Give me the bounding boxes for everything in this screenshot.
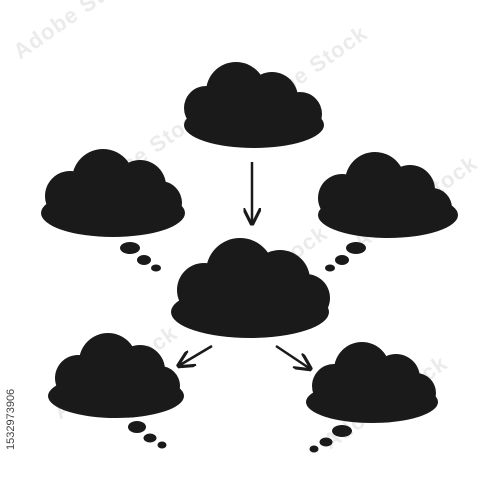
stock-id-label: 1532973906 — [5, 389, 17, 450]
arrow-down-right-icon — [275, 344, 309, 368]
watermark-text: Adobe Stock — [9, 0, 143, 64]
thought-bubble-icon — [41, 149, 185, 272]
arrow-down-left-icon — [180, 344, 213, 365]
thought-cloud-icon — [184, 62, 324, 148]
thought-bubble-icon — [318, 152, 458, 272]
thought-cloud-icon — [171, 238, 330, 338]
thought-bubble-icon — [48, 333, 184, 449]
thought-bubble-icon — [306, 342, 438, 453]
